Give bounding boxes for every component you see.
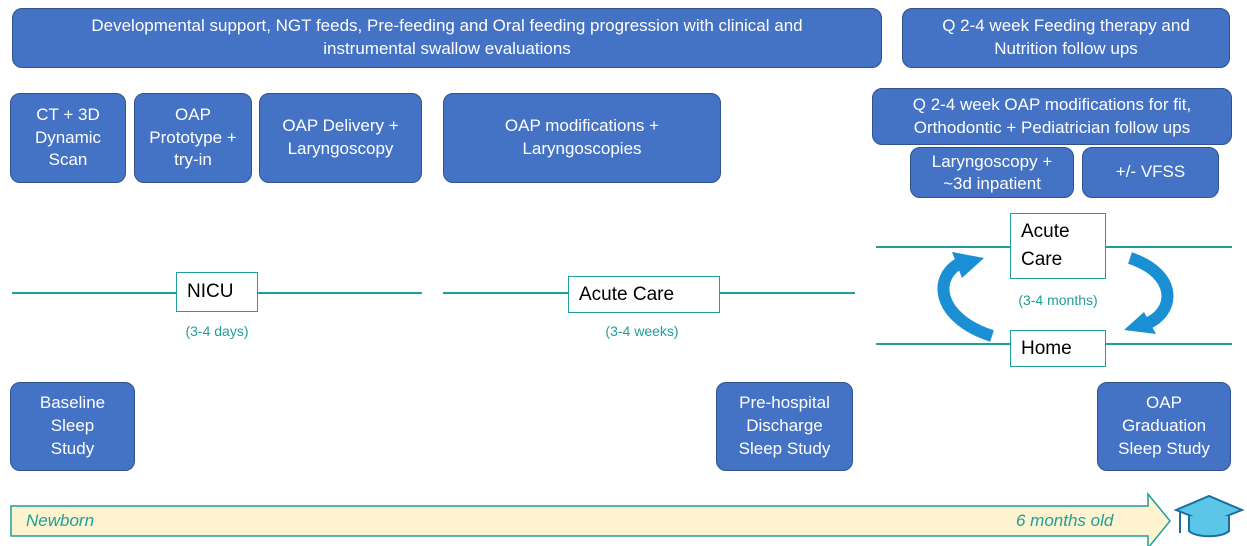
- nicu-line-left: [12, 292, 177, 294]
- acute-care-cycle-box: Acute Care: [1010, 213, 1106, 279]
- ct-scan-box: CT + 3D Dynamic Scan: [10, 93, 126, 183]
- acute-line-left: [443, 292, 569, 294]
- feeding-followups-box: Q 2-4 week Feeding therapy and Nutrition…: [902, 8, 1230, 68]
- acute-care-duration: (3-4 weeks): [605, 323, 679, 339]
- cycle-bottom-line-left: [876, 343, 1010, 345]
- acute-care-label-box: Acute Care: [568, 276, 720, 313]
- oap-prototype-box: OAP Prototype + try-in: [134, 93, 252, 183]
- nicu-line-right: [258, 292, 422, 294]
- cycle-bottom-line-right: [1106, 343, 1232, 345]
- cycle-arrow-down: [1127, 252, 1174, 330]
- acute-line-right: [720, 292, 855, 294]
- graduation-sleep-study-box: OAP Graduation Sleep Study: [1097, 382, 1231, 471]
- cycle-arrow-up-head: [952, 252, 984, 278]
- cycle-arrow-up: [937, 256, 994, 342]
- cycle-top-line-left: [876, 246, 1010, 248]
- home-label-box: Home: [1010, 330, 1106, 367]
- graduation-cap-icon: [1173, 494, 1245, 538]
- timeline-arrow: [10, 491, 1171, 546]
- laryngoscopy-inpatient-box: Laryngoscopy + ~3d inpatient: [910, 147, 1074, 198]
- nicu-label-box: NICU: [176, 272, 258, 312]
- oap-modifications-box: OAP modifications + Laryngoscopies: [443, 93, 721, 183]
- baseline-sleep-study-box: Baseline Sleep Study: [10, 382, 135, 471]
- cycle-duration: (3-4 months): [1018, 292, 1098, 308]
- nicu-duration: (3-4 days): [185, 323, 249, 339]
- timeline-start-label: Newborn: [26, 511, 95, 530]
- timeline-end-label: 6 months old: [1016, 511, 1114, 530]
- oap-delivery-box: OAP Delivery + Laryngoscopy: [259, 93, 422, 183]
- feeding-progression-box: Developmental support, NGT feeds, Pre-fe…: [12, 8, 882, 68]
- cycle-arrow-down-head: [1124, 312, 1156, 334]
- discharge-sleep-study-box: Pre-hospital Discharge Sleep Study: [716, 382, 853, 471]
- cycle-top-line-right: [1106, 246, 1232, 248]
- vfss-box: +/- VFSS: [1082, 147, 1219, 198]
- home-modifications-box: Q 2-4 week OAP modifications for fit, Or…: [872, 88, 1232, 145]
